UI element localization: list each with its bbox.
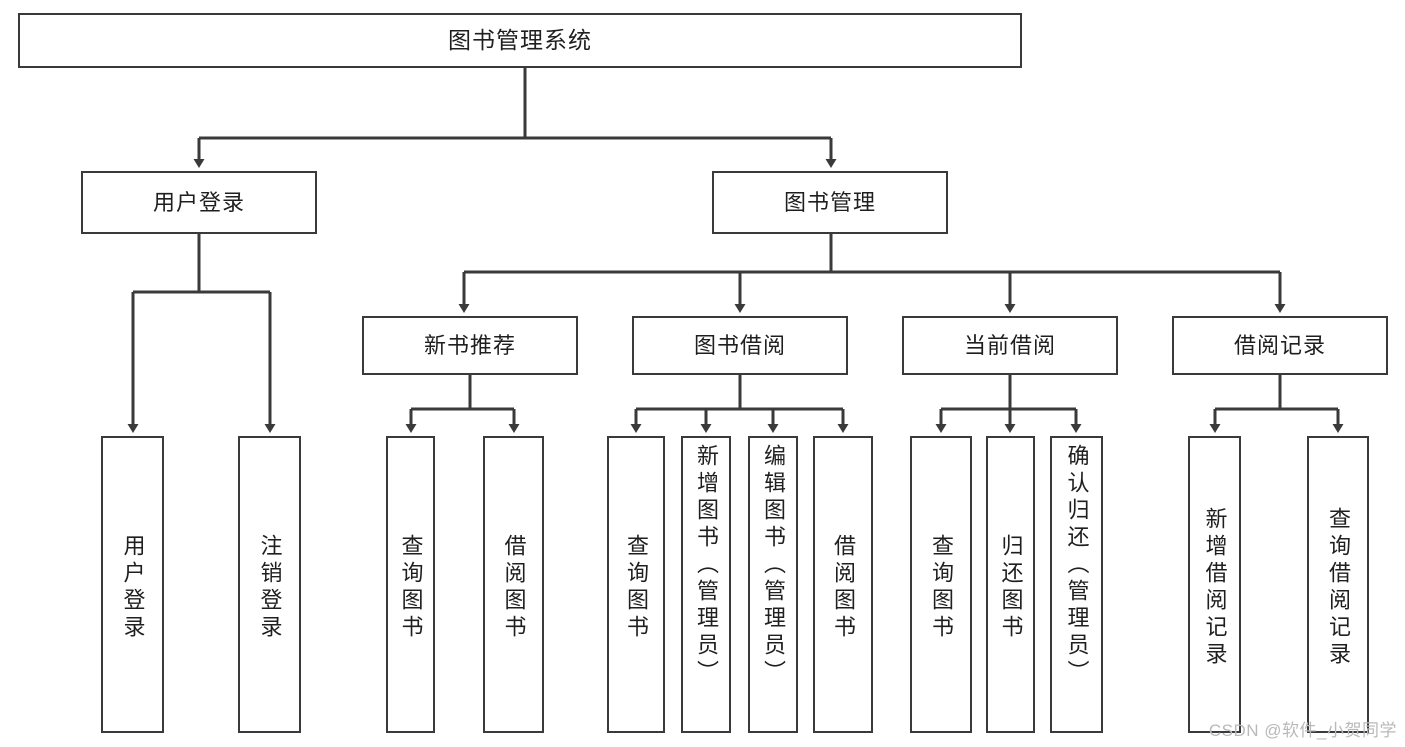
node-label: 新增借阅记录 xyxy=(1202,506,1228,669)
node-label: 借阅图书 xyxy=(831,533,856,642)
node-label: 借阅记录 xyxy=(1233,332,1326,358)
node-label: 当前借阅 xyxy=(963,332,1056,358)
node-label: 用户登录 xyxy=(120,533,146,642)
node-label: 编辑图书（管理员） xyxy=(761,444,786,687)
leaf-query-borrow-record[interactable]: 查询借阅记录 xyxy=(1307,436,1369,733)
node-book-management[interactable]: 图书管理 xyxy=(712,171,948,234)
node-label: 注销登录 xyxy=(257,533,283,642)
node-label: 图书管理系统 xyxy=(448,26,592,53)
node-label: 图书管理 xyxy=(783,189,876,215)
node-label: 查询图书 xyxy=(398,533,424,642)
leaf-confirm-return-admin[interactable]: 确认归还（管理员） xyxy=(1050,436,1103,733)
leaf-borrow-book-borrow[interactable]: 借阅图书 xyxy=(813,436,873,733)
node-new-book-recommend[interactable]: 新书推荐 xyxy=(362,316,578,375)
node-label: 用户登录 xyxy=(152,189,245,215)
leaf-logout-login[interactable]: 注销登录 xyxy=(238,436,301,733)
leaf-add-book-admin[interactable]: 新增图书（管理员） xyxy=(681,436,731,733)
leaf-query-book-recommend[interactable]: 查询图书 xyxy=(386,436,435,733)
node-label: 查询借阅记录 xyxy=(1326,506,1351,669)
leaf-borrow-book-recommend[interactable]: 借阅图书 xyxy=(483,436,544,733)
watermark-text: CSDN @软件_小贺同学 xyxy=(1208,721,1397,740)
node-label: 新增图书（管理员） xyxy=(694,444,719,687)
node-label: 归还图书 xyxy=(998,533,1024,642)
node-label: 确认归还（管理员） xyxy=(1064,444,1090,687)
leaf-add-borrow-record[interactable]: 新增借阅记录 xyxy=(1188,436,1241,733)
node-label: 新书推荐 xyxy=(423,332,516,358)
node-borrow-record[interactable]: 借阅记录 xyxy=(1172,316,1388,375)
node-label: 查询图书 xyxy=(624,533,649,642)
node-label: 查询图书 xyxy=(929,533,954,642)
node-book-management-system[interactable]: 图书管理系统 xyxy=(18,13,1022,68)
leaf-query-book-borrow[interactable]: 查询图书 xyxy=(607,436,665,733)
leaf-return-book[interactable]: 归还图书 xyxy=(986,436,1035,733)
leaf-edit-book-admin[interactable]: 编辑图书（管理员） xyxy=(748,436,798,733)
node-book-borrow[interactable]: 图书借阅 xyxy=(632,316,848,375)
node-label: 图书借阅 xyxy=(693,332,786,358)
node-current-borrow[interactable]: 当前借阅 xyxy=(902,316,1118,375)
node-label: 借阅图书 xyxy=(501,533,527,642)
node-user-login[interactable]: 用户登录 xyxy=(81,171,317,234)
leaf-query-book-current[interactable]: 查询图书 xyxy=(910,436,972,733)
leaf-user-login[interactable]: 用户登录 xyxy=(101,436,164,733)
